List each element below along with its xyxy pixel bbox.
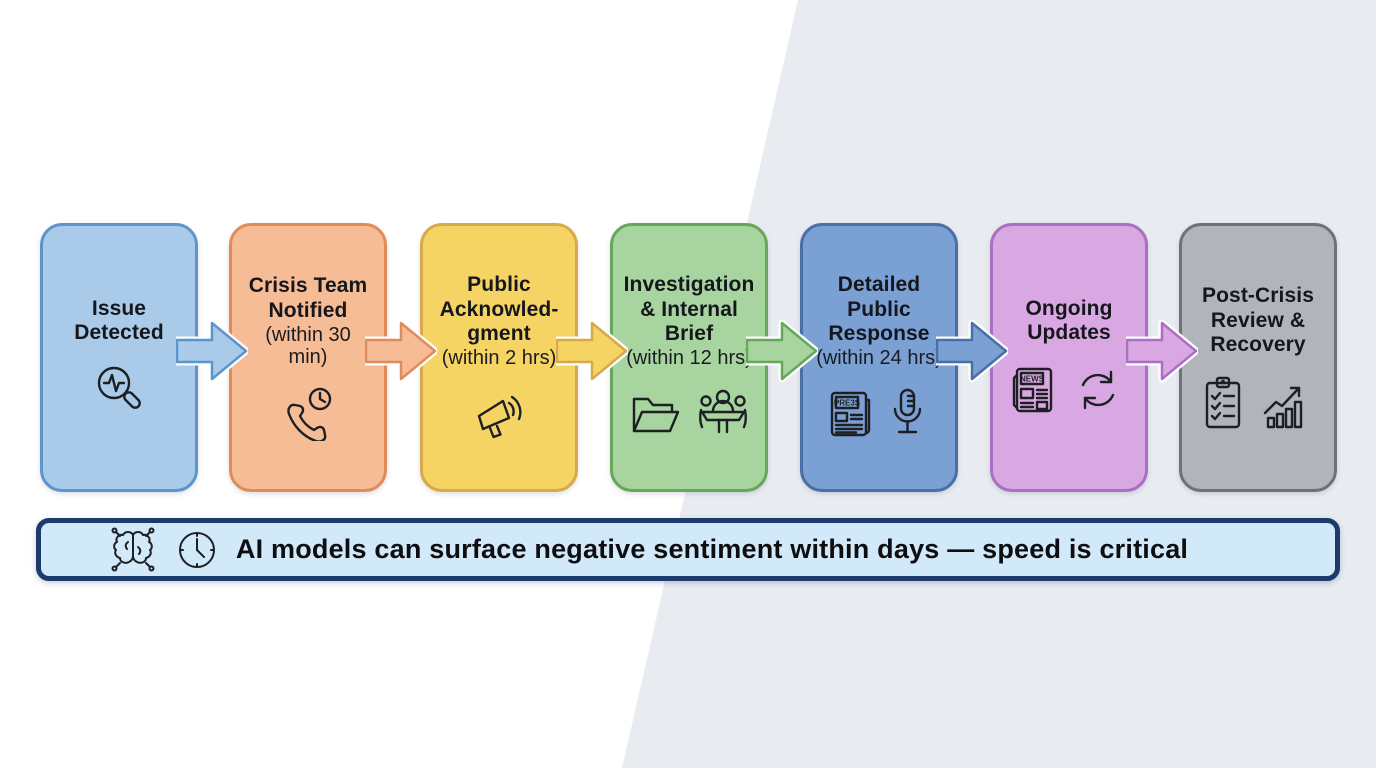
step-title: Detailed Public Response <box>828 273 930 345</box>
step-title: Ongoing Updates <box>1025 296 1113 344</box>
step-title: Crisis Team Notified <box>248 274 368 322</box>
flow-arrow <box>1126 319 1198 383</box>
press-newspaper-icon: PRE3S <box>827 386 873 442</box>
step-public-acknowledgment: Public Acknowled- gment (within 2 hrs) <box>420 223 578 492</box>
step-investigation-internal-brief: Investigation & Internal Brief (within 1… <box>610 223 768 492</box>
step-ongoing-updates: Ongoing Updates NEWS <box>990 223 1148 492</box>
ai-speed-callout-banner: AI models can surface negative sentiment… <box>36 518 1340 581</box>
news-newspaper-icon: NEWS <box>1012 362 1058 418</box>
open-folder-icon <box>627 386 683 442</box>
step-title: Investigation & Internal Brief <box>623 273 755 345</box>
growth-chart-icon <box>1259 375 1315 431</box>
flow-arrow <box>365 319 437 383</box>
step-subtitle: (within 12 hrs) <box>626 347 752 370</box>
flow-arrow <box>176 319 248 383</box>
step-title: Issue Detected <box>74 296 164 344</box>
step-title: Public Acknowled- gment <box>439 273 559 345</box>
svg-text:NEWS: NEWS <box>1020 375 1045 384</box>
step-detailed-public-response: Detailed Public Response (within 24 hrs)… <box>800 223 958 492</box>
meeting-table-icon <box>695 386 751 442</box>
phone-clock-icon <box>280 385 336 441</box>
refresh-icon <box>1070 362 1126 418</box>
step-title: Post-Crisis Review & Recovery <box>1202 284 1314 357</box>
flow-arrow <box>746 319 818 383</box>
step-subtitle: (within 2 hrs) <box>441 347 557 370</box>
magnifier-pulse-icon <box>91 362 147 418</box>
clock-icon <box>174 527 220 573</box>
ai-brain-icon <box>108 527 158 573</box>
banner-text: AI models can surface negative sentiment… <box>235 534 1189 564</box>
svg-text:PRE3S: PRE3S <box>834 398 861 407</box>
step-crisis-team-notified: Crisis Team Notified (within 30 min) <box>229 223 387 492</box>
microphone-icon <box>885 386 931 442</box>
clipboard-checklist-icon <box>1201 375 1247 431</box>
step-issue-detected: Issue Detected <box>40 223 198 492</box>
flow-arrow <box>936 319 1008 383</box>
step-subtitle: (within 24 hrs) <box>816 347 942 370</box>
flow-arrow <box>556 319 628 383</box>
step-post-crisis-review-recovery: Post-Crisis Review & Recovery <box>1179 223 1337 492</box>
megaphone-icon <box>471 386 527 442</box>
step-subtitle: (within 30 min) <box>265 323 351 369</box>
